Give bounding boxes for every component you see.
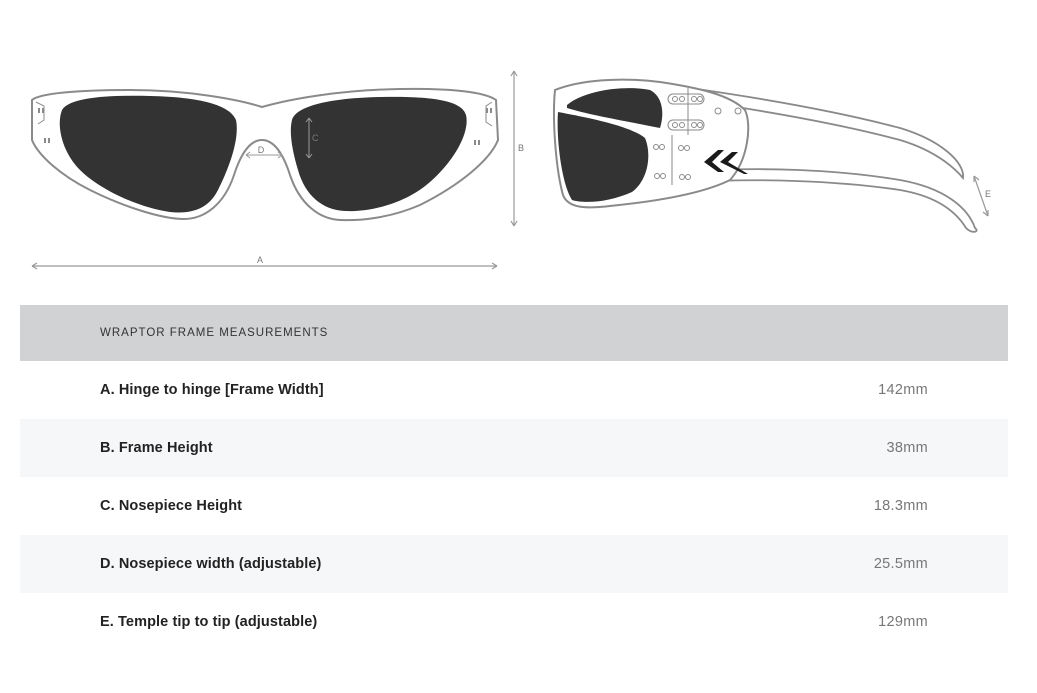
row-value: 129mm [878, 614, 928, 630]
row-value: 25.5mm [873, 556, 928, 572]
row-value: 38mm [886, 440, 928, 456]
row-label: D. Nosepiece width (adjustable) [100, 556, 322, 572]
row-value: 18.3mm [873, 498, 928, 514]
dimension-e-line [973, 175, 989, 217]
sunglasses-diagram: D C A B [31, 70, 991, 270]
row-value: 142mm [878, 382, 928, 398]
side-temple-lower [689, 168, 978, 233]
table-header: WRAPTOR FRAME MEASUREMENTS [20, 305, 1008, 361]
measurements-table: WRAPTOR FRAME MEASUREMENTS A. Hinge to h… [20, 305, 1008, 651]
table-row: A. Hinge to hinge [Frame Width] 142mm [20, 361, 1008, 419]
row-label: E. Temple tip to tip (adjustable) [100, 614, 318, 630]
front-hinge-right [474, 101, 493, 145]
table-row: B. Frame Height 38mm [20, 419, 1008, 477]
dimension-d-label: D [258, 145, 265, 155]
side-view: E [553, 78, 991, 233]
front-left-lens [59, 95, 237, 213]
brand-logo-icon [704, 150, 748, 174]
row-label: A. Hinge to hinge [Frame Width] [100, 382, 324, 398]
row-label: C. Nosepiece Height [100, 498, 243, 514]
dimension-e-label: E [985, 189, 991, 199]
side-hinge-plates [653, 88, 742, 185]
front-hinge-left [35, 101, 50, 143]
table-title: WRAPTOR FRAME MEASUREMENTS [100, 327, 329, 339]
row-label: B. Frame Height [100, 440, 213, 456]
front-view: D C A B [31, 70, 524, 270]
front-right-lens [290, 96, 467, 212]
dimension-b-label: B [518, 143, 524, 153]
table-row: E. Temple tip to tip (adjustable) 129mm [20, 593, 1008, 651]
dimension-c-label: C [312, 133, 319, 143]
table-row: C. Nosepiece Height 18.3mm [20, 477, 1008, 535]
table-row: D. Nosepiece width (adjustable) 25.5mm [20, 535, 1008, 593]
side-lens-upper [567, 88, 663, 128]
side-temple-arm [689, 86, 964, 181]
side-lens-lower [557, 112, 649, 202]
dimension-a-label: A [257, 255, 263, 265]
